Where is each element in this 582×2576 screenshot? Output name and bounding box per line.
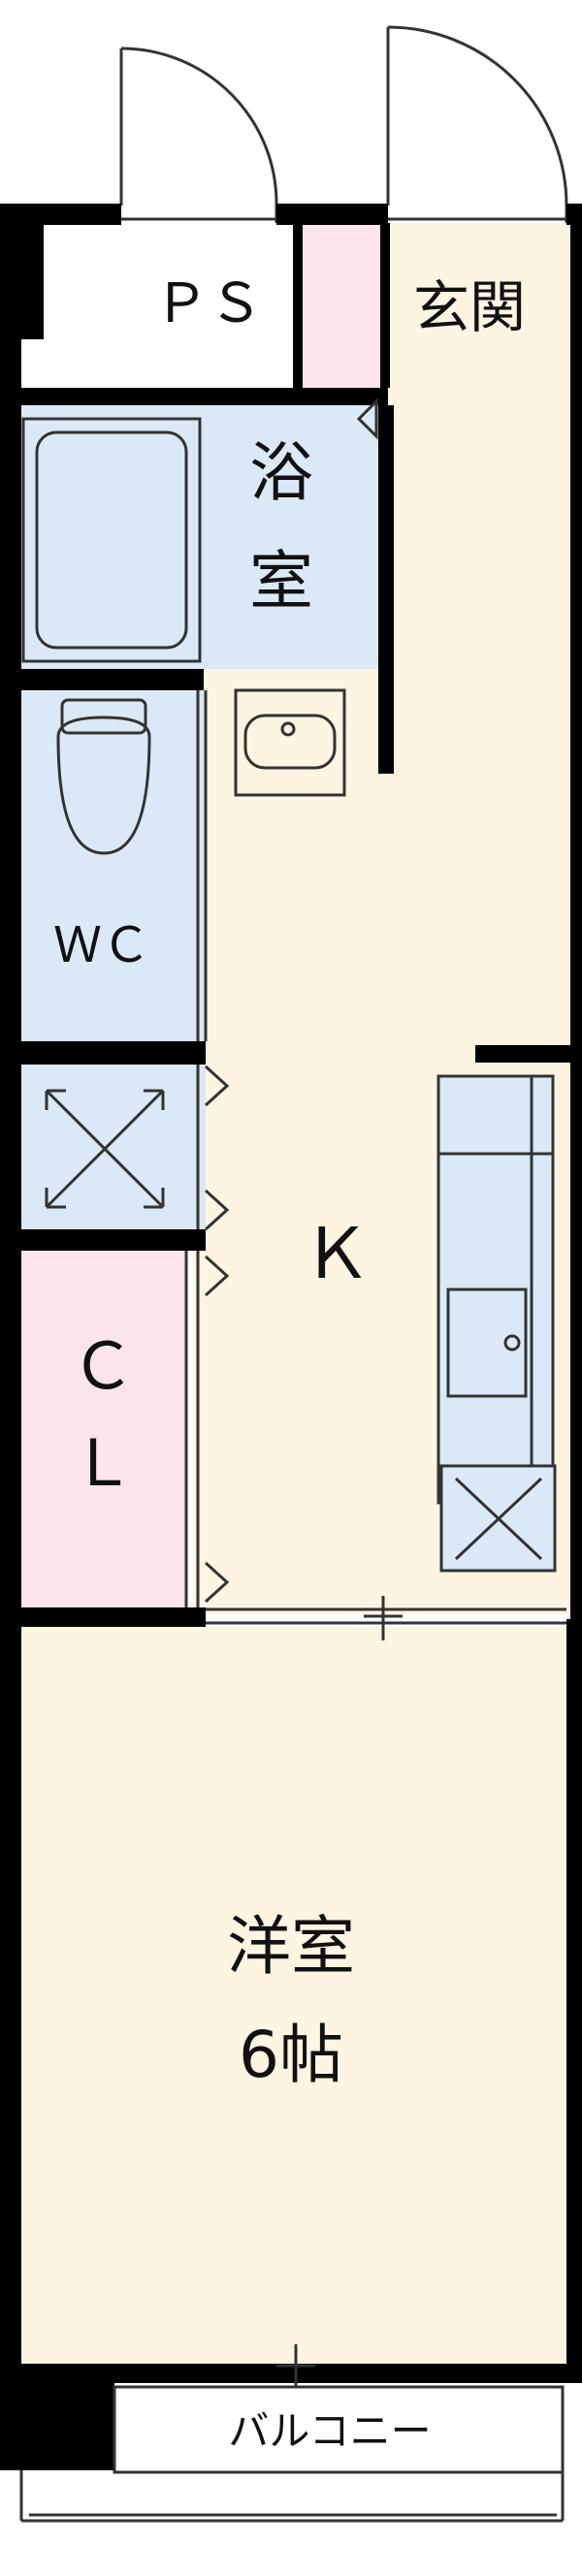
kitchen-label: Ｋ	[302, 1213, 372, 1294]
toilet	[56, 698, 151, 855]
fridge-space	[439, 1464, 557, 1573]
kitchen-counter	[436, 1074, 555, 1505]
wash-basin	[234, 688, 346, 797]
western-room-label-line2: 6帖	[239, 2018, 343, 2092]
closet-label-line1: Ｃ	[71, 1329, 135, 1404]
top-left-door	[119, 47, 278, 223]
bathtub	[21, 417, 202, 663]
door-hinges	[204, 1065, 230, 1604]
balcony	[19, 2385, 565, 2523]
sliding-door-marks	[276, 1596, 403, 2387]
top-right-door	[386, 25, 568, 223]
bath-door-marker	[356, 398, 378, 440]
entrance-pink-floor	[301, 223, 380, 388]
ps-area	[116, 223, 301, 388]
balcony-label: バルコニー	[228, 2407, 431, 2455]
bath-label-line2: 室	[249, 544, 313, 619]
ps-label: ＰＳ	[154, 272, 263, 335]
entrance-label: 玄関	[413, 274, 526, 340]
closet-floor	[21, 1251, 186, 1607]
bathroom-floor	[21, 405, 388, 669]
walls	[0, 204, 582, 2470]
wc-floor	[21, 690, 206, 1041]
western-room-label-line1: 洋室	[227, 1909, 355, 1984]
closet-label-line2: Ｌ	[71, 1426, 135, 1501]
storage-marker	[45, 1089, 165, 1209]
western-room-floor	[21, 1627, 582, 2364]
wc-label: ＷＣ	[53, 917, 150, 973]
thin-partitions	[184, 690, 566, 1625]
bath-label-line1: 浴	[249, 435, 313, 510]
entrance-floor	[380, 223, 582, 388]
